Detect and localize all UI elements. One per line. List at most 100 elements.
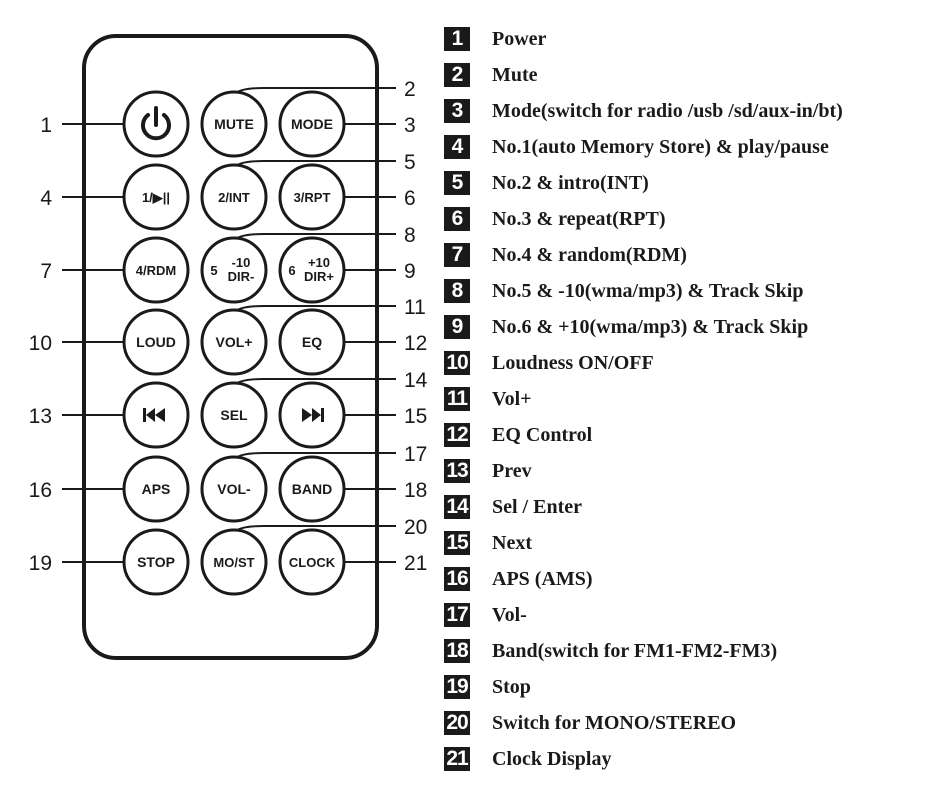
button-label: APS <box>142 481 171 497</box>
legend-number-badge: 16 <box>444 567 470 591</box>
button-label: VOL- <box>217 481 251 497</box>
legend-item: 19 Stop <box>444 674 531 700</box>
remote-button-16[interactable]: APS <box>122 455 190 523</box>
remote-button-15[interactable] <box>278 381 346 449</box>
legend-number-badge: 15 <box>444 531 470 555</box>
callout-number: 3 <box>404 114 416 137</box>
legend-description: Mode(switch for radio /usb /sd/aux-in/bt… <box>492 99 843 122</box>
legend-item: 16 APS (AMS) <box>444 566 593 592</box>
legend-description: APS (AMS) <box>492 567 593 590</box>
button-label: 3/RPT <box>294 190 331 205</box>
legend-item: 15 Next <box>444 530 532 556</box>
legend-description: Mute <box>492 63 538 86</box>
remote-button-18[interactable]: BAND <box>278 455 346 523</box>
callout-number: 4 <box>40 187 52 210</box>
legend-number-badge: 1 <box>444 27 470 51</box>
remote-button-13[interactable] <box>122 381 190 449</box>
button-number-label: 6 <box>288 263 295 278</box>
callout-number: 7 <box>40 260 52 283</box>
callout-number: 1 <box>40 114 52 137</box>
button-label: STOP <box>137 554 175 570</box>
callout-number: 21 <box>404 552 427 575</box>
remote-button-7[interactable]: 4/RDM <box>122 236 190 304</box>
legend-item: 18 Band(switch for FM1-FM2-FM3) <box>444 638 777 664</box>
button-label: 4/RDM <box>136 263 176 278</box>
remote-button-2[interactable]: MUTE <box>200 90 268 158</box>
legend-description: EQ Control <box>492 423 593 446</box>
legend-number-badge: 14 <box>444 495 470 519</box>
legend-number-badge: 13 <box>444 459 470 483</box>
callout-number: 14 <box>404 369 428 392</box>
callout-number: 19 <box>29 552 52 575</box>
remote-button-6[interactable]: 3/RPT <box>278 163 346 231</box>
remote-button-4[interactable]: 1/▶|| <box>122 163 190 231</box>
remote-button-14[interactable]: SEL <box>200 381 268 449</box>
callout-number: 9 <box>404 260 416 283</box>
legend-description: Prev <box>492 459 532 482</box>
button-skip-label: -10 <box>232 255 251 270</box>
legend-description: Vol- <box>492 603 527 626</box>
legend-description: No.6 & +10(wma/mp3) & Track Skip <box>492 315 809 338</box>
legend-item: 17 Vol- <box>444 602 527 628</box>
callout-number: 6 <box>404 187 416 210</box>
legend-description: Power <box>492 27 547 50</box>
button-label: MUTE <box>214 116 254 132</box>
legend-number-badge: 18 <box>444 639 470 663</box>
button-label: LOUD <box>136 334 176 350</box>
legend-description: No.4 & random(RDM) <box>492 243 687 266</box>
remote-button-12[interactable]: EQ <box>278 308 346 376</box>
legend-description: No.2 & intro(INT) <box>492 171 649 194</box>
callout-number: 2 <box>404 78 416 101</box>
legend-description: Band(switch for FM1-FM2-FM3) <box>492 639 778 662</box>
remote-button-20[interactable]: MO/ST <box>200 528 268 596</box>
remote-button-21[interactable]: CLOCK <box>278 528 346 596</box>
callout-number: 5 <box>404 151 416 174</box>
remote-button-17[interactable]: VOL- <box>200 455 268 523</box>
callout-number: 17 <box>404 443 427 466</box>
remote-button-3[interactable]: MODE <box>278 90 346 158</box>
remote-button-19[interactable]: STOP <box>122 528 190 596</box>
callout-number: 15 <box>404 405 427 428</box>
legend-description: Next <box>492 531 532 554</box>
legend-number-badge: 3 <box>444 99 470 123</box>
legend-number-badge: 7 <box>444 243 470 267</box>
button-label: MO/ST <box>213 555 254 570</box>
power-icon <box>141 106 171 141</box>
remote-button-11[interactable]: VOL+ <box>200 308 268 376</box>
next-track-icon <box>302 408 324 422</box>
legend-number-badge: 9 <box>444 315 470 339</box>
button-label: BAND <box>292 481 332 497</box>
callout-number: 8 <box>404 224 416 247</box>
callout-number: 18 <box>404 479 427 502</box>
callout-number: 12 <box>404 332 427 355</box>
legend-item: 1 Power <box>444 26 546 52</box>
remote-body <box>82 34 379 660</box>
button-label: SEL <box>220 407 248 423</box>
legend-number-badge: 19 <box>444 675 470 699</box>
legend-number-badge: 17 <box>444 603 470 627</box>
button-label: CLOCK <box>289 555 336 570</box>
legend-number-badge: 20 <box>444 711 470 735</box>
button-dir-label: DIR+ <box>304 269 334 284</box>
button-number-label: 5 <box>210 263 217 278</box>
remote-button-1[interactable] <box>122 90 190 158</box>
legend-number-badge: 21 <box>444 747 470 771</box>
button-label: MODE <box>291 116 333 132</box>
legend-description: Switch for MONO/STEREO <box>492 711 737 734</box>
legend-description: No.5 & -10(wma/mp3) & Track Skip <box>492 279 804 302</box>
legend-number-badge: 6 <box>444 207 470 231</box>
remote-button-5[interactable]: 2/INT <box>200 163 268 231</box>
legend-description: Vol+ <box>492 387 532 410</box>
remote-button-10[interactable]: LOUD <box>122 308 190 376</box>
legend-description: Stop <box>492 675 531 698</box>
